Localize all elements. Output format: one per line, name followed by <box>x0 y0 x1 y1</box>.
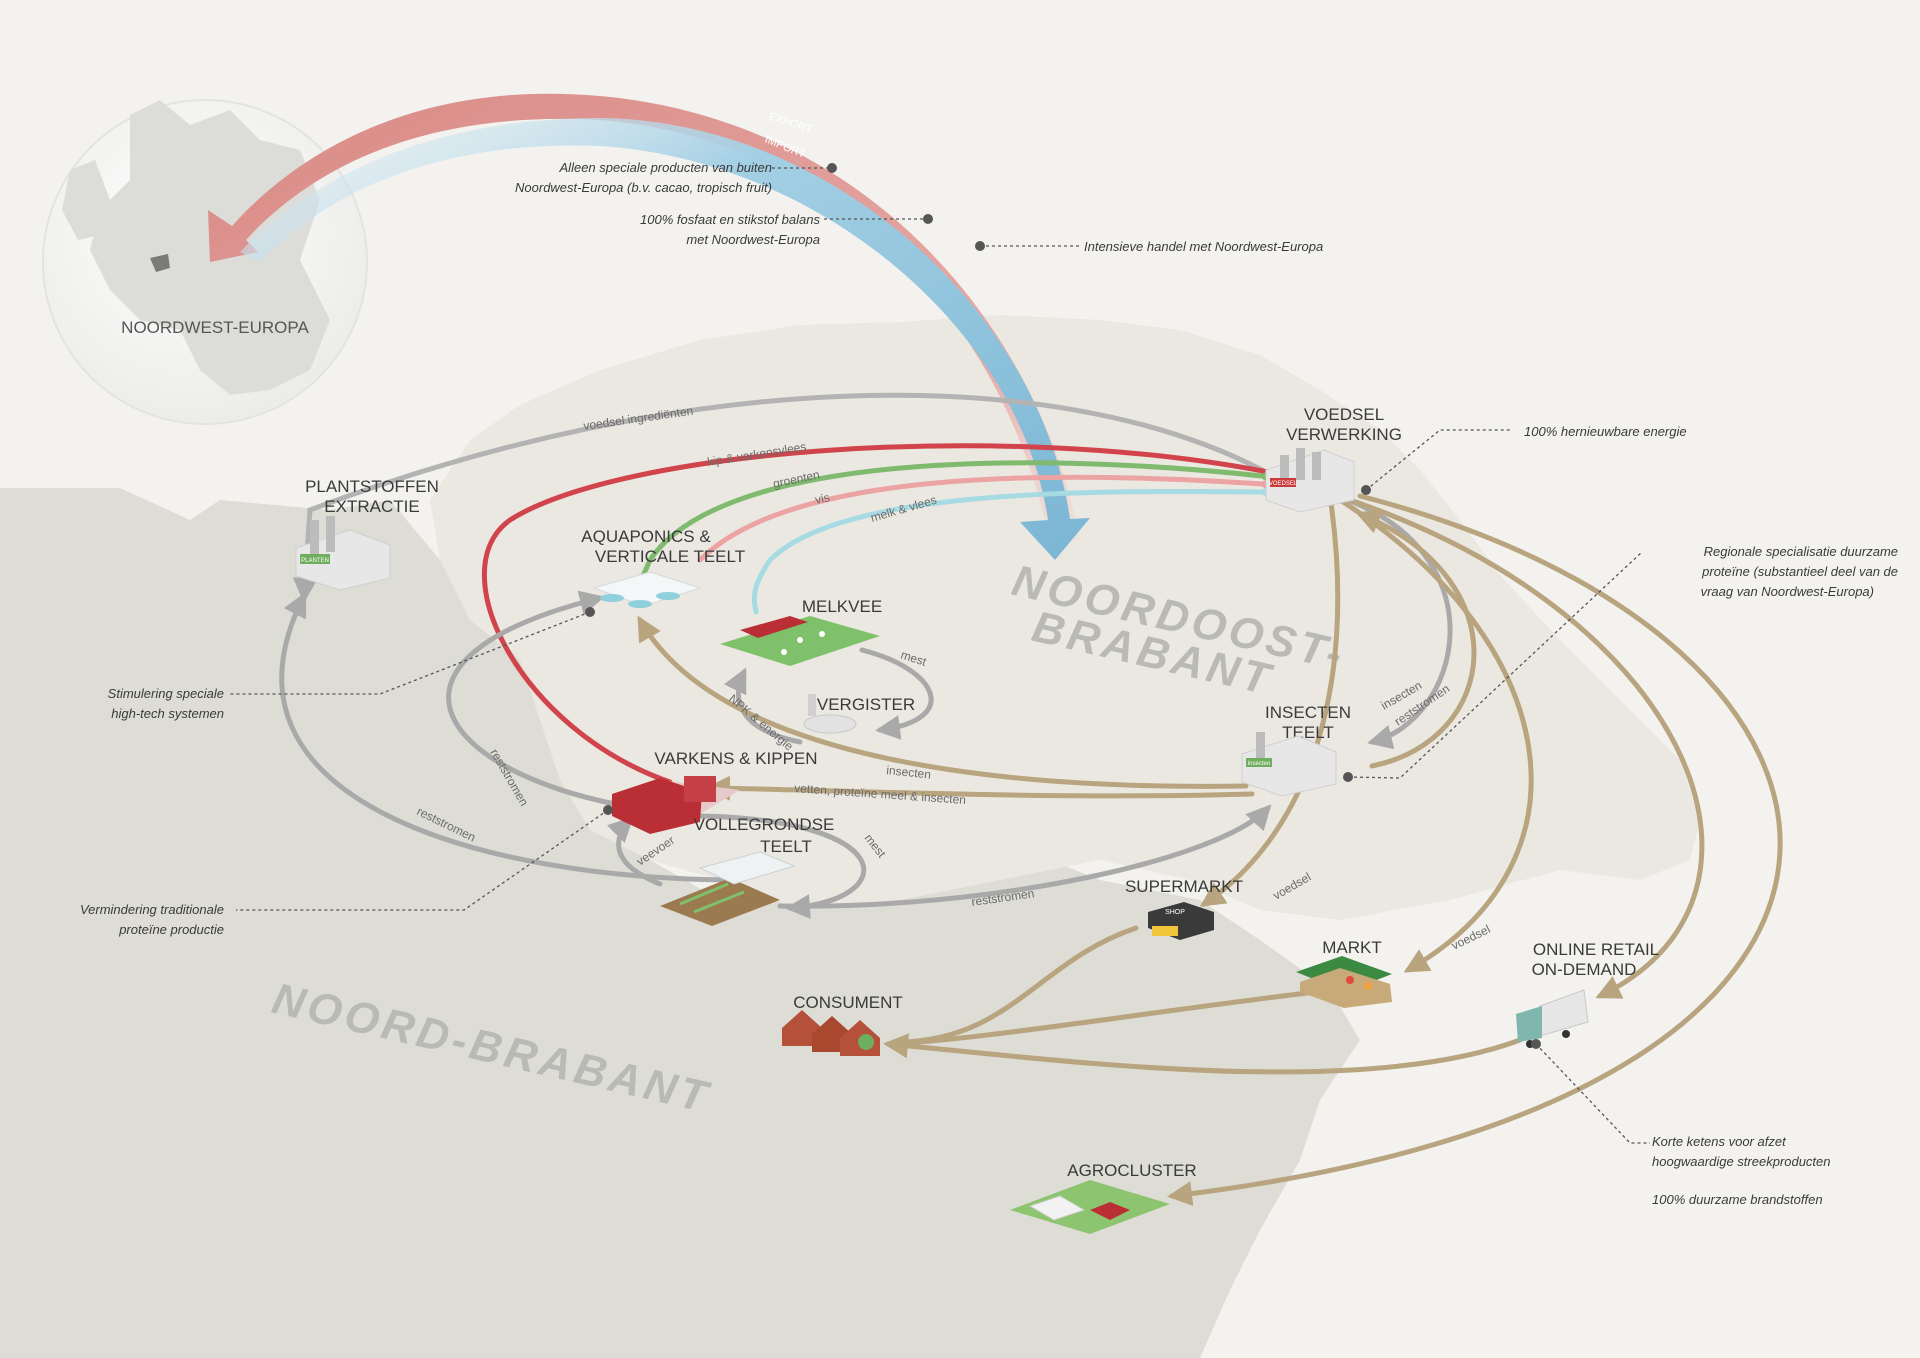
flow-reststromen-2 <box>446 590 653 813</box>
node-consument: CONSUMENT <box>782 993 903 1056</box>
node-markt-line1: MARKT <box>1322 938 1382 957</box>
flow-lines <box>279 392 1783 1207</box>
annotation-specialisatie-a: Regionale specialisatie duurzame <box>1704 544 1898 559</box>
annotation-specialisatie-c: vraag van Noordwest-Europa) <box>1701 584 1874 599</box>
shop-icon: SHOP <box>1148 902 1214 940</box>
node-aquaponics: AQUAPONICS & VERTICALE TEELT <box>581 527 745 608</box>
flow-label-voedsel-2: voedsel <box>1449 922 1492 953</box>
flow-kip-varkensvlees <box>481 443 1291 785</box>
flow-veevoer <box>607 816 663 887</box>
flow-melk-vlees <box>751 479 1283 615</box>
annotation-hightech-b: high-tech systemen <box>111 706 224 721</box>
node-plantstoffen-line2: EXTRACTIE <box>324 497 419 516</box>
node-varkens-line1: VARKENS & KIPPEN <box>654 749 817 768</box>
greenhouse-icon <box>592 571 702 608</box>
flow-label-insecten-2: insecten <box>886 763 932 782</box>
flow-mest-2 <box>697 813 866 920</box>
export-label: EXPORT <box>767 110 814 135</box>
voedsel-sign: VOEDSEL <box>1269 481 1298 487</box>
annotation-trade-2b: met Noordwest-Europa <box>686 232 820 247</box>
node-agrocluster: AGROCLUSTER <box>1010 1161 1197 1234</box>
node-voedselverwerking-line2: VERWERKING <box>1286 425 1402 444</box>
digester-icon <box>803 694 857 734</box>
insecten-sign: insecten <box>1248 761 1270 767</box>
annotations: Alleen speciale producten van buiten Noo… <box>80 160 1898 1207</box>
annotation-traditioneel-a: Vermindering traditionale <box>80 902 224 917</box>
node-supermarkt-line1: SUPERMARKT <box>1125 877 1243 896</box>
outer-region-shape <box>0 488 1360 1358</box>
node-online-line1: ONLINE RETAIL <box>1533 940 1659 959</box>
flow-groenten <box>633 460 1284 595</box>
dairy-farm-icon <box>720 616 880 666</box>
globe: NOORDWEST-EUROPA <box>42 99 368 425</box>
import-band <box>240 118 1090 560</box>
node-markt: MARKT <box>1296 938 1392 1008</box>
node-supermarkt: SUPERMARKT SHOP <box>1125 877 1243 940</box>
flow-supermarkt-consument <box>897 925 1139 1045</box>
shop-sign: SHOP <box>1165 909 1185 916</box>
factory-icon: VOEDSEL <box>1265 448 1355 513</box>
flow-voedsel-online <box>1347 497 1705 999</box>
node-consument-line1: CONSUMENT <box>793 993 903 1012</box>
annotation-ketens-b: hoogwaardige streekproducten <box>1652 1154 1831 1169</box>
flow-markt-consument <box>887 987 1335 1047</box>
flow-insecten-2 <box>637 615 1249 789</box>
flow-online-consument <box>883 1033 1523 1075</box>
node-plantstoffen-line1: PLANTSTOFFEN <box>305 477 439 496</box>
globe-label: NOORDWEST-EUROPA <box>121 318 309 337</box>
flow-vetten <box>705 775 1255 801</box>
truck-icon <box>1516 989 1589 1048</box>
node-voedselverwerking-line1: VOEDSEL <box>1304 405 1384 424</box>
annotation-trade-1a: Alleen speciale producten van buiten <box>559 160 772 175</box>
node-insecten-line1: INSECTEN <box>1265 703 1351 722</box>
flow-voedsel-markt <box>1337 497 1534 973</box>
node-insecten: INSECTEN TEELT insecten <box>1241 703 1351 797</box>
annotation-trade-1b: Noordwest-Europa (b.v. cacao, tropisch f… <box>515 180 772 195</box>
node-plantstoffen: PLANTSTOFFEN EXTRACTIE PLANTEN <box>295 477 439 591</box>
flow-mest-1 <box>859 647 934 740</box>
node-vollegronds-line2: TEELT <box>760 837 812 856</box>
node-varkens: VARKENS & KIPPEN <box>610 749 818 834</box>
node-vollegronds: VOLLEGRONDSE TEELT <box>660 815 834 926</box>
flow-voedsel-ingredienten <box>292 392 1265 603</box>
node-online-line2: ON-DEMAND <box>1532 960 1637 979</box>
annotation-trade-2a: 100% fosfaat en stikstof balans <box>640 212 820 227</box>
agrocluster-icon <box>1010 1180 1170 1234</box>
annotation-trade-3: Intensieve handel met Noordwest-Europa <box>1084 239 1323 254</box>
node-vergister: VERGISTER <box>803 694 915 734</box>
node-voedselverwerking: VOEDSEL VERWERKING VOEDSEL <box>1265 405 1402 513</box>
flow-agrocluster <box>1167 493 1783 1207</box>
node-melkvee-line1: MELKVEE <box>802 597 882 616</box>
field-icon <box>660 851 796 926</box>
inner-region-shape <box>430 315 1700 920</box>
factory-icon: insecten <box>1241 732 1337 797</box>
annotation-energy: 100% hernieuwbare energie <box>1524 424 1687 439</box>
annotation-brandstof: 100% duurzame brandstoffen <box>1652 1192 1823 1207</box>
annotation-traditioneel-b: proteïne productie <box>118 922 224 937</box>
node-aquaponics-line2: VERTICALE TEELT <box>595 547 745 566</box>
flow-reststromen-1 <box>1355 510 1477 769</box>
flow-reststromen-4 <box>777 804 1272 909</box>
node-melkvee: MELKVEE <box>720 597 882 666</box>
planten-sign: PLANTEN <box>301 558 329 564</box>
node-vergister-line1: VERGISTER <box>817 695 915 714</box>
node-aquaponics-line1: AQUAPONICS & <box>581 527 711 546</box>
houses-icon <box>782 1010 880 1056</box>
node-agrocluster-line1: AGROCLUSTER <box>1067 1161 1196 1180</box>
flow-vis <box>697 472 1283 563</box>
factory-icon: PLANTEN <box>295 516 391 591</box>
flow-insecten-1 <box>1345 497 1453 750</box>
node-online: ONLINE RETAIL ON-DEMAND <box>1516 940 1659 1048</box>
node-vollegronds-line1: VOLLEGRONDSE <box>694 815 835 834</box>
pig-barn-icon <box>610 776 740 834</box>
annotation-hightech-a: Stimulering speciale <box>108 686 224 701</box>
annotation-ketens-a: Korte ketens voor afzet <box>1652 1134 1787 1149</box>
flow-reststromen-3 <box>279 591 743 883</box>
market-stall-icon <box>1296 956 1392 1008</box>
flow-label-vis: vis <box>814 490 831 507</box>
annotation-specialisatie-b: proteïne (substantieel deel van de <box>1701 564 1898 579</box>
